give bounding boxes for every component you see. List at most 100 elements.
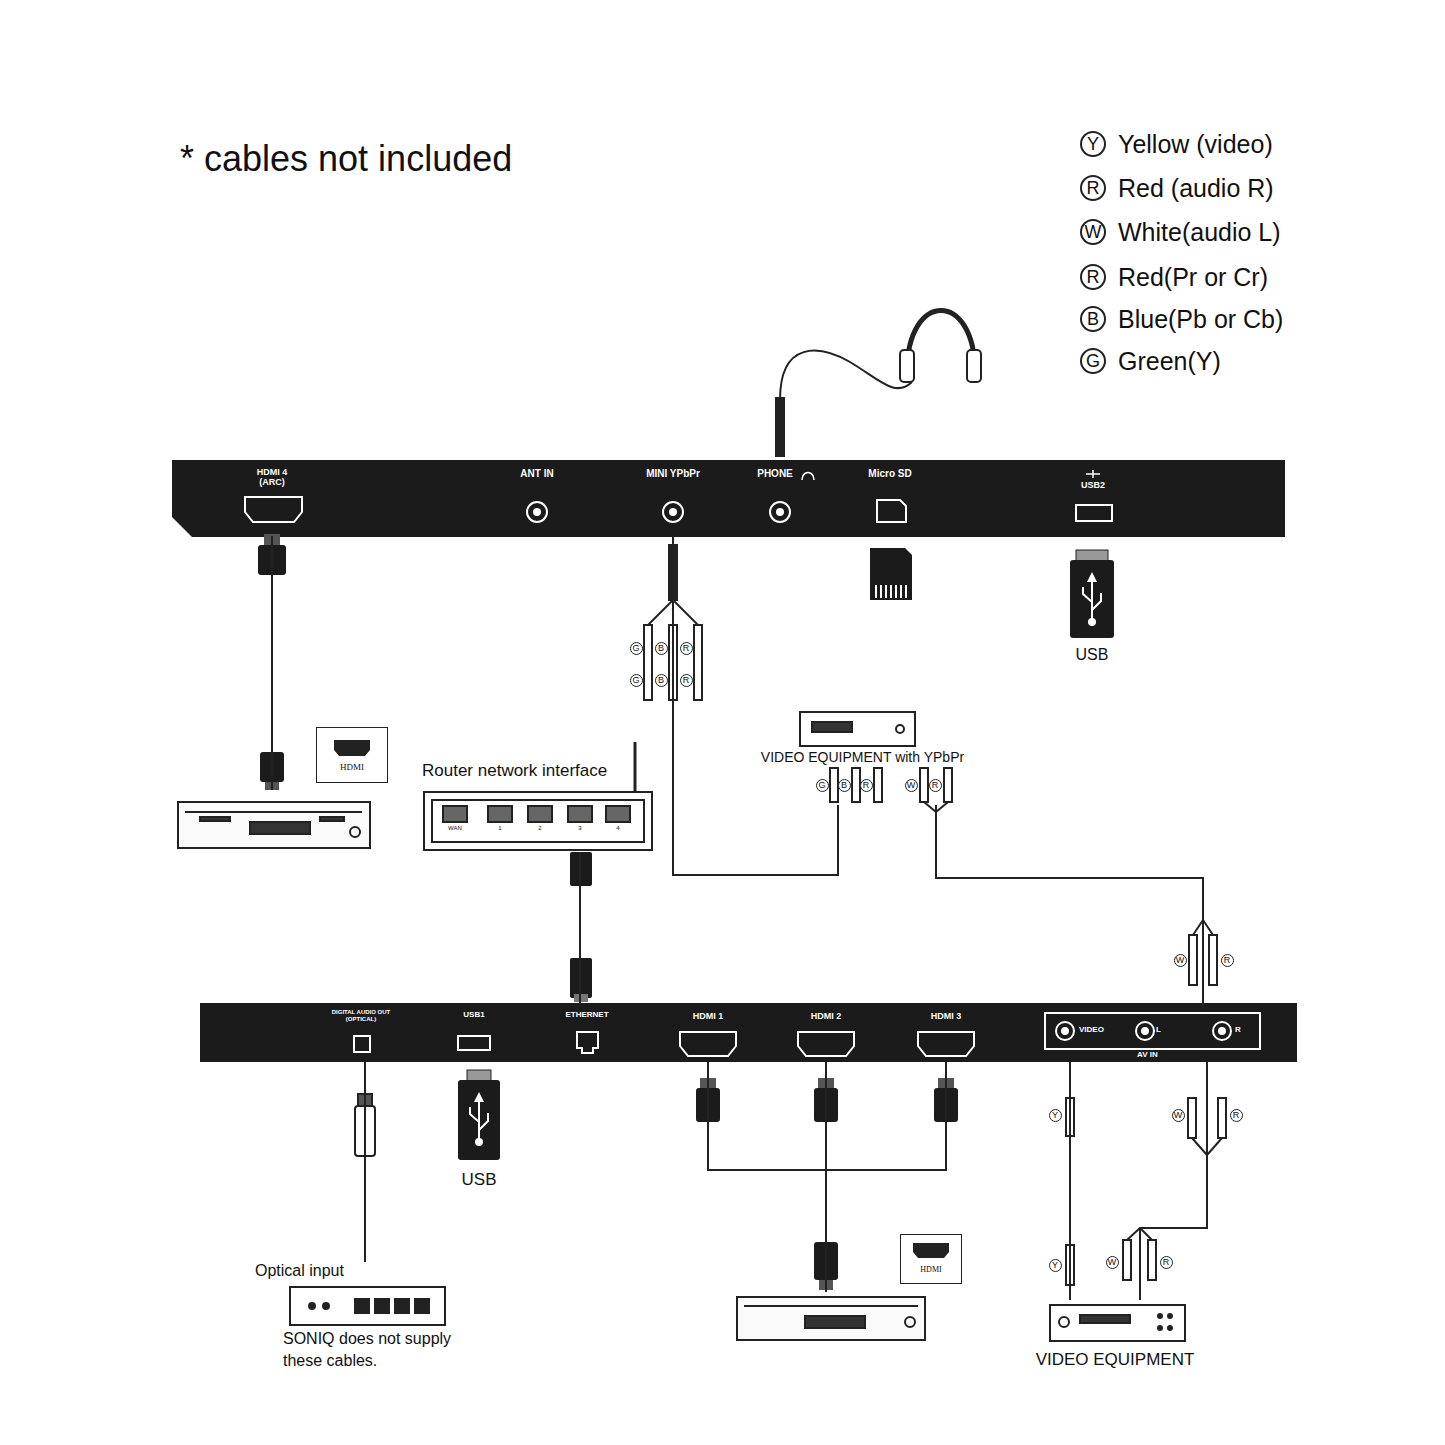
player-device-top-part: [350, 827, 360, 837]
player-device-bottom-part: [905, 1317, 915, 1327]
node-text: ANT IN: [507, 468, 567, 479]
port-label: Micro SD: [852, 464, 928, 536]
video-equipment-ypbpr-part: [812, 722, 852, 732]
usb-stick: USB: [452, 1068, 506, 1190]
router-part: [568, 806, 592, 822]
node-text: USB: [1064, 646, 1120, 664]
bottom-panel-part: [1136, 1022, 1154, 1040]
connector-letter: G: [816, 779, 829, 792]
optical-device-part: [309, 1303, 315, 1309]
player-device-top-part: [250, 822, 310, 834]
connector-letter: W: [1172, 1109, 1185, 1122]
video-equipment-bottom-part: [1168, 1314, 1172, 1318]
node-text: HDMI: [900, 1234, 962, 1284]
video-equipment-bottom-part: [1059, 1317, 1069, 1327]
port-label: HDMI 2: [798, 1006, 854, 1062]
player-device-bottom-part: [805, 1316, 865, 1328]
headphones-part: [780, 351, 912, 400]
connector-letter: Y: [1049, 1259, 1062, 1272]
bottom-panel-part: [918, 1032, 974, 1056]
headphones-part: [776, 398, 784, 456]
top-panel-part: [172, 460, 1285, 537]
node-text: VIDEO EQUIPMENT with YPbPr: [755, 749, 970, 765]
headphones: [776, 311, 981, 457]
usb-stick-part: [474, 1092, 484, 1102]
bottom-panel-part: [1056, 1022, 1074, 1040]
top-panel-part: [1076, 505, 1112, 521]
optical-device: Optical inputSONIQ does not supply these…: [250, 1262, 475, 1377]
player-device-top-part: [178, 802, 370, 848]
node-text: HDMI: [316, 727, 388, 783]
port-label: ANT IN: [507, 464, 567, 536]
video-equipment-bottom-part: [1158, 1314, 1162, 1318]
bottom-panel-part: [1213, 1022, 1231, 1040]
node-text: 2: [528, 825, 552, 831]
cable-line: [1140, 1062, 1207, 1300]
top-panel-part: [877, 500, 906, 522]
node-text: Optical input: [255, 1262, 344, 1280]
bottom-panel-part: [354, 1036, 370, 1052]
av-cables-bottom-part: [1218, 1098, 1226, 1138]
node-text: USB: [452, 1170, 506, 1190]
node-text: PHONE: [750, 468, 800, 479]
headphones-part: [967, 350, 981, 382]
micro-sd-card-part: [870, 548, 912, 600]
cable-line: [1069, 1062, 1071, 1300]
player-device: HDMI: [735, 1292, 935, 1342]
av-cables-bottom-part: [1188, 1098, 1196, 1138]
connector-letter: R: [1230, 1109, 1243, 1122]
video-equipment: VIDEO EQUIPMENT: [1025, 1300, 1205, 1372]
player-device-bottom: [737, 1243, 949, 1340]
usb-stick-part: [470, 1098, 488, 1140]
player-device-top-part: [185, 811, 362, 813]
video-equipment-bottom-part: [1080, 1315, 1130, 1323]
node-text: SONIQ does not supply these cables.: [283, 1328, 483, 1372]
bottom-panel: [200, 1003, 1297, 1062]
top-panel-part: [527, 502, 547, 522]
top-panel-part: [245, 497, 302, 522]
connector-letter: W: [1080, 219, 1106, 245]
usb-stick-part: [1087, 572, 1097, 582]
micro-sd-card-part: [876, 585, 906, 598]
component-cable-part: [644, 625, 652, 700]
node-text: HDMI 4 (ARC): [244, 468, 300, 488]
port-label: HDMI 4 (ARC): [244, 464, 300, 536]
optical-device-part: [323, 1303, 329, 1309]
bottom-panel-part: [1142, 1028, 1148, 1034]
player-device-top-part: [200, 817, 230, 821]
router-part: [528, 806, 552, 822]
video-equipment-bottom-part: [1158, 1326, 1162, 1330]
connector-letter: G: [1080, 348, 1106, 374]
connector-letter: G: [630, 642, 643, 655]
node-text: HDMI 3: [918, 1012, 974, 1022]
micro-sd-card: [870, 548, 912, 600]
audio-cable-av-in-part: [1189, 935, 1197, 985]
bottom-panel-part: [798, 1032, 854, 1056]
video-equipment-bottom: [1050, 1305, 1185, 1341]
player-device-bottom-part: [744, 1305, 918, 1307]
optical-device-part: [290, 1287, 445, 1325]
usb-stick: USB: [1064, 550, 1120, 664]
connector-letter: W: [1106, 1256, 1119, 1269]
player-device-top-part: [334, 740, 370, 756]
av-cables-bottom-part: [1123, 1240, 1131, 1280]
node-text: MINI YPbPr: [633, 468, 713, 479]
cable-line: [579, 852, 581, 1006]
node-text: 1: [488, 825, 512, 831]
node-text: WAN: [431, 825, 479, 831]
top-panel-part: [802, 473, 814, 481]
node-text: VIDEO EQUIPMENT: [1025, 1350, 1205, 1370]
player-device-bottom-part: [913, 1243, 949, 1258]
router-part: [606, 806, 630, 822]
top-panel-part: [670, 509, 676, 515]
port-label: USB1: [452, 1006, 496, 1062]
node-text: L: [1156, 1025, 1161, 1034]
connector-letter: W: [905, 779, 918, 792]
cable-line: [826, 1062, 946, 1292]
legend-text: White(audio L): [1118, 217, 1281, 247]
connector-letter: B: [1080, 306, 1106, 332]
router-part: [443, 806, 467, 822]
node-text: 3: [568, 825, 592, 831]
